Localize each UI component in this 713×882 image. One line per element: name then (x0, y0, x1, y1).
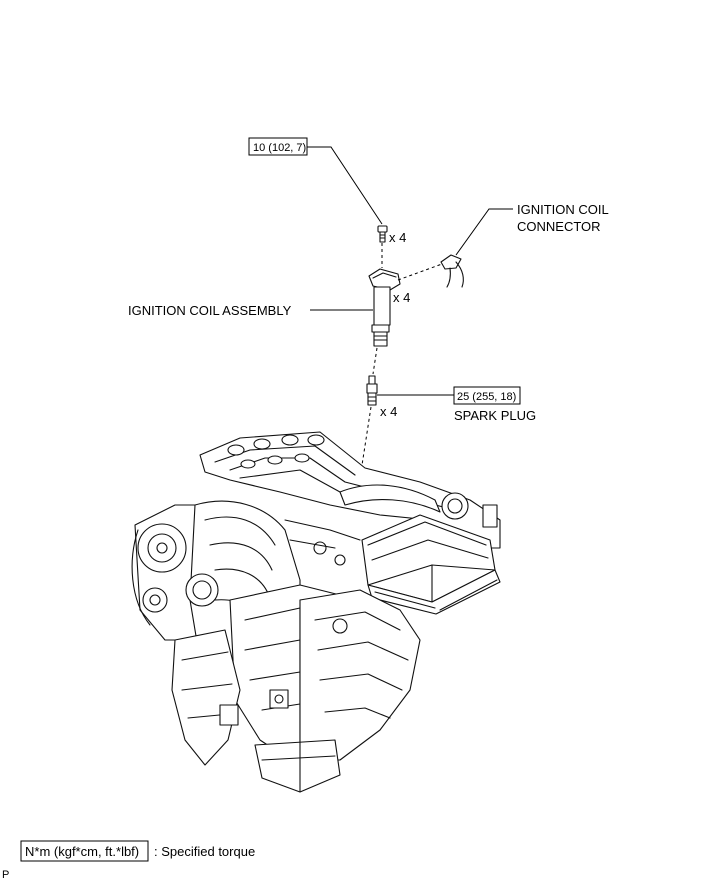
connector-illustration (440, 254, 464, 288)
plug-quantity: x 4 (380, 404, 397, 419)
coil-quantity: x 4 (393, 290, 410, 305)
engine-illustration (131, 431, 501, 793)
connector-label-line1: IGNITION COIL (517, 202, 609, 217)
legend-unit: N*m (kgf*cm, ft.*lbf) (25, 844, 139, 859)
plug-torque-value: 25 (255, 18) (457, 391, 516, 403)
coil-to-plug-dashed (372, 347, 378, 375)
legend-description: : Specified torque (154, 844, 255, 859)
bolt-quantity: x 4 (389, 230, 406, 245)
torque-legend: N*m (kgf*cm, ft.*lbf) : Specified torque (20, 840, 255, 862)
legend-unit-box (20, 840, 149, 862)
ignition-coil-illustration (368, 268, 401, 347)
spark-plug-illustration (366, 375, 378, 406)
connector-label-line2: CONNECTOR (517, 219, 601, 234)
bolt-torque-value: 10 (102, 7) (253, 142, 306, 154)
corner-mark: P (2, 869, 9, 881)
spark-plug-label: SPARK PLUG (454, 408, 536, 423)
coil-to-connector-dashed (397, 263, 443, 281)
connector-leader (455, 208, 513, 256)
plug-torque-box (453, 386, 521, 405)
bolt-torque-callout: 10 (102, 7) (248, 137, 383, 225)
coil-assembly-label: IGNITION COIL ASSEMBLY (128, 303, 292, 318)
bolt-illustration (377, 225, 388, 243)
bolt-leader-line (307, 146, 383, 225)
